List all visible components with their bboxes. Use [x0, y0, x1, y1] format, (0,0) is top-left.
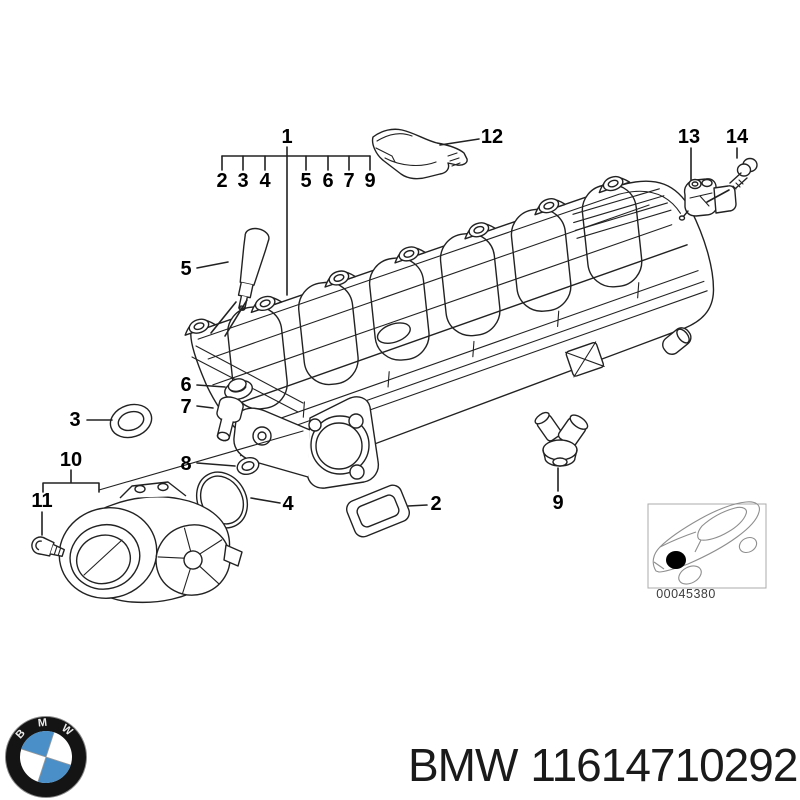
seal-8-drawing — [236, 456, 260, 476]
stud-5-drawing — [237, 227, 270, 311]
actuator-cap — [155, 524, 231, 596]
callout-3-tree: 3 — [237, 170, 249, 192]
callout-2: 2 — [430, 493, 442, 515]
manifold-drawing — [184, 175, 715, 461]
bolt-7-drawing — [216, 396, 244, 442]
throttle-body-drawing — [58, 481, 243, 604]
vehicle-thumbnail — [647, 501, 767, 589]
intake-manifold-line-art — [31, 128, 767, 604]
callout-11: 11 — [31, 490, 53, 512]
bolt-14-drawing — [729, 157, 758, 190]
car-outline — [652, 501, 760, 585]
support-bracket — [564, 341, 605, 378]
callout-9: 9 — [552, 492, 564, 514]
svg-text:M: M — [37, 717, 47, 730]
sensor-13-drawing — [678, 178, 737, 221]
callout-6: 6 — [180, 374, 192, 396]
seal-ring-3-drawing — [109, 403, 153, 439]
grommet-6-drawing — [224, 378, 253, 401]
mounting-ears — [184, 175, 631, 336]
intake-runners — [227, 183, 643, 410]
port-stub — [662, 327, 692, 355]
cover-12-drawing — [371, 128, 468, 180]
callout-10: 10 — [59, 449, 83, 471]
callout-13: 13 — [677, 126, 701, 148]
part-location-dot — [666, 551, 686, 569]
callout-3: 3 — [69, 409, 81, 431]
callout-7: 7 — [180, 396, 192, 418]
callout-6-tree: 6 — [322, 170, 334, 192]
roundel-quadrants — [20, 731, 72, 783]
throttle-flange-drawing — [233, 396, 380, 489]
sensor-9-drawing — [534, 411, 589, 467]
callout-8: 8 — [180, 453, 192, 475]
gasket-2-drawing — [346, 484, 410, 538]
callout-5-tree: 5 — [300, 170, 312, 192]
callout-7-tree: 7 — [343, 170, 355, 192]
callout-14: 14 — [725, 126, 749, 148]
callout-1: 1 — [281, 126, 293, 148]
bolt-11-drawing — [31, 536, 65, 557]
bmw-logo: B M W — [5, 716, 87, 798]
callout-2-tree: 2 — [216, 170, 228, 192]
leader-lines — [41, 138, 738, 536]
thumbnail-frame — [647, 503, 767, 589]
thumbnail-code: 00045380 — [656, 587, 716, 601]
callout-12: 12 — [480, 126, 504, 148]
callout-9-tree: 9 — [364, 170, 376, 192]
callout-4: 4 — [282, 493, 294, 515]
callout-5: 5 — [180, 258, 192, 280]
brand-name: BMW — [408, 739, 518, 791]
part-number: 11614710292 — [530, 739, 798, 791]
callout-4-tree: 4 — [259, 170, 271, 192]
